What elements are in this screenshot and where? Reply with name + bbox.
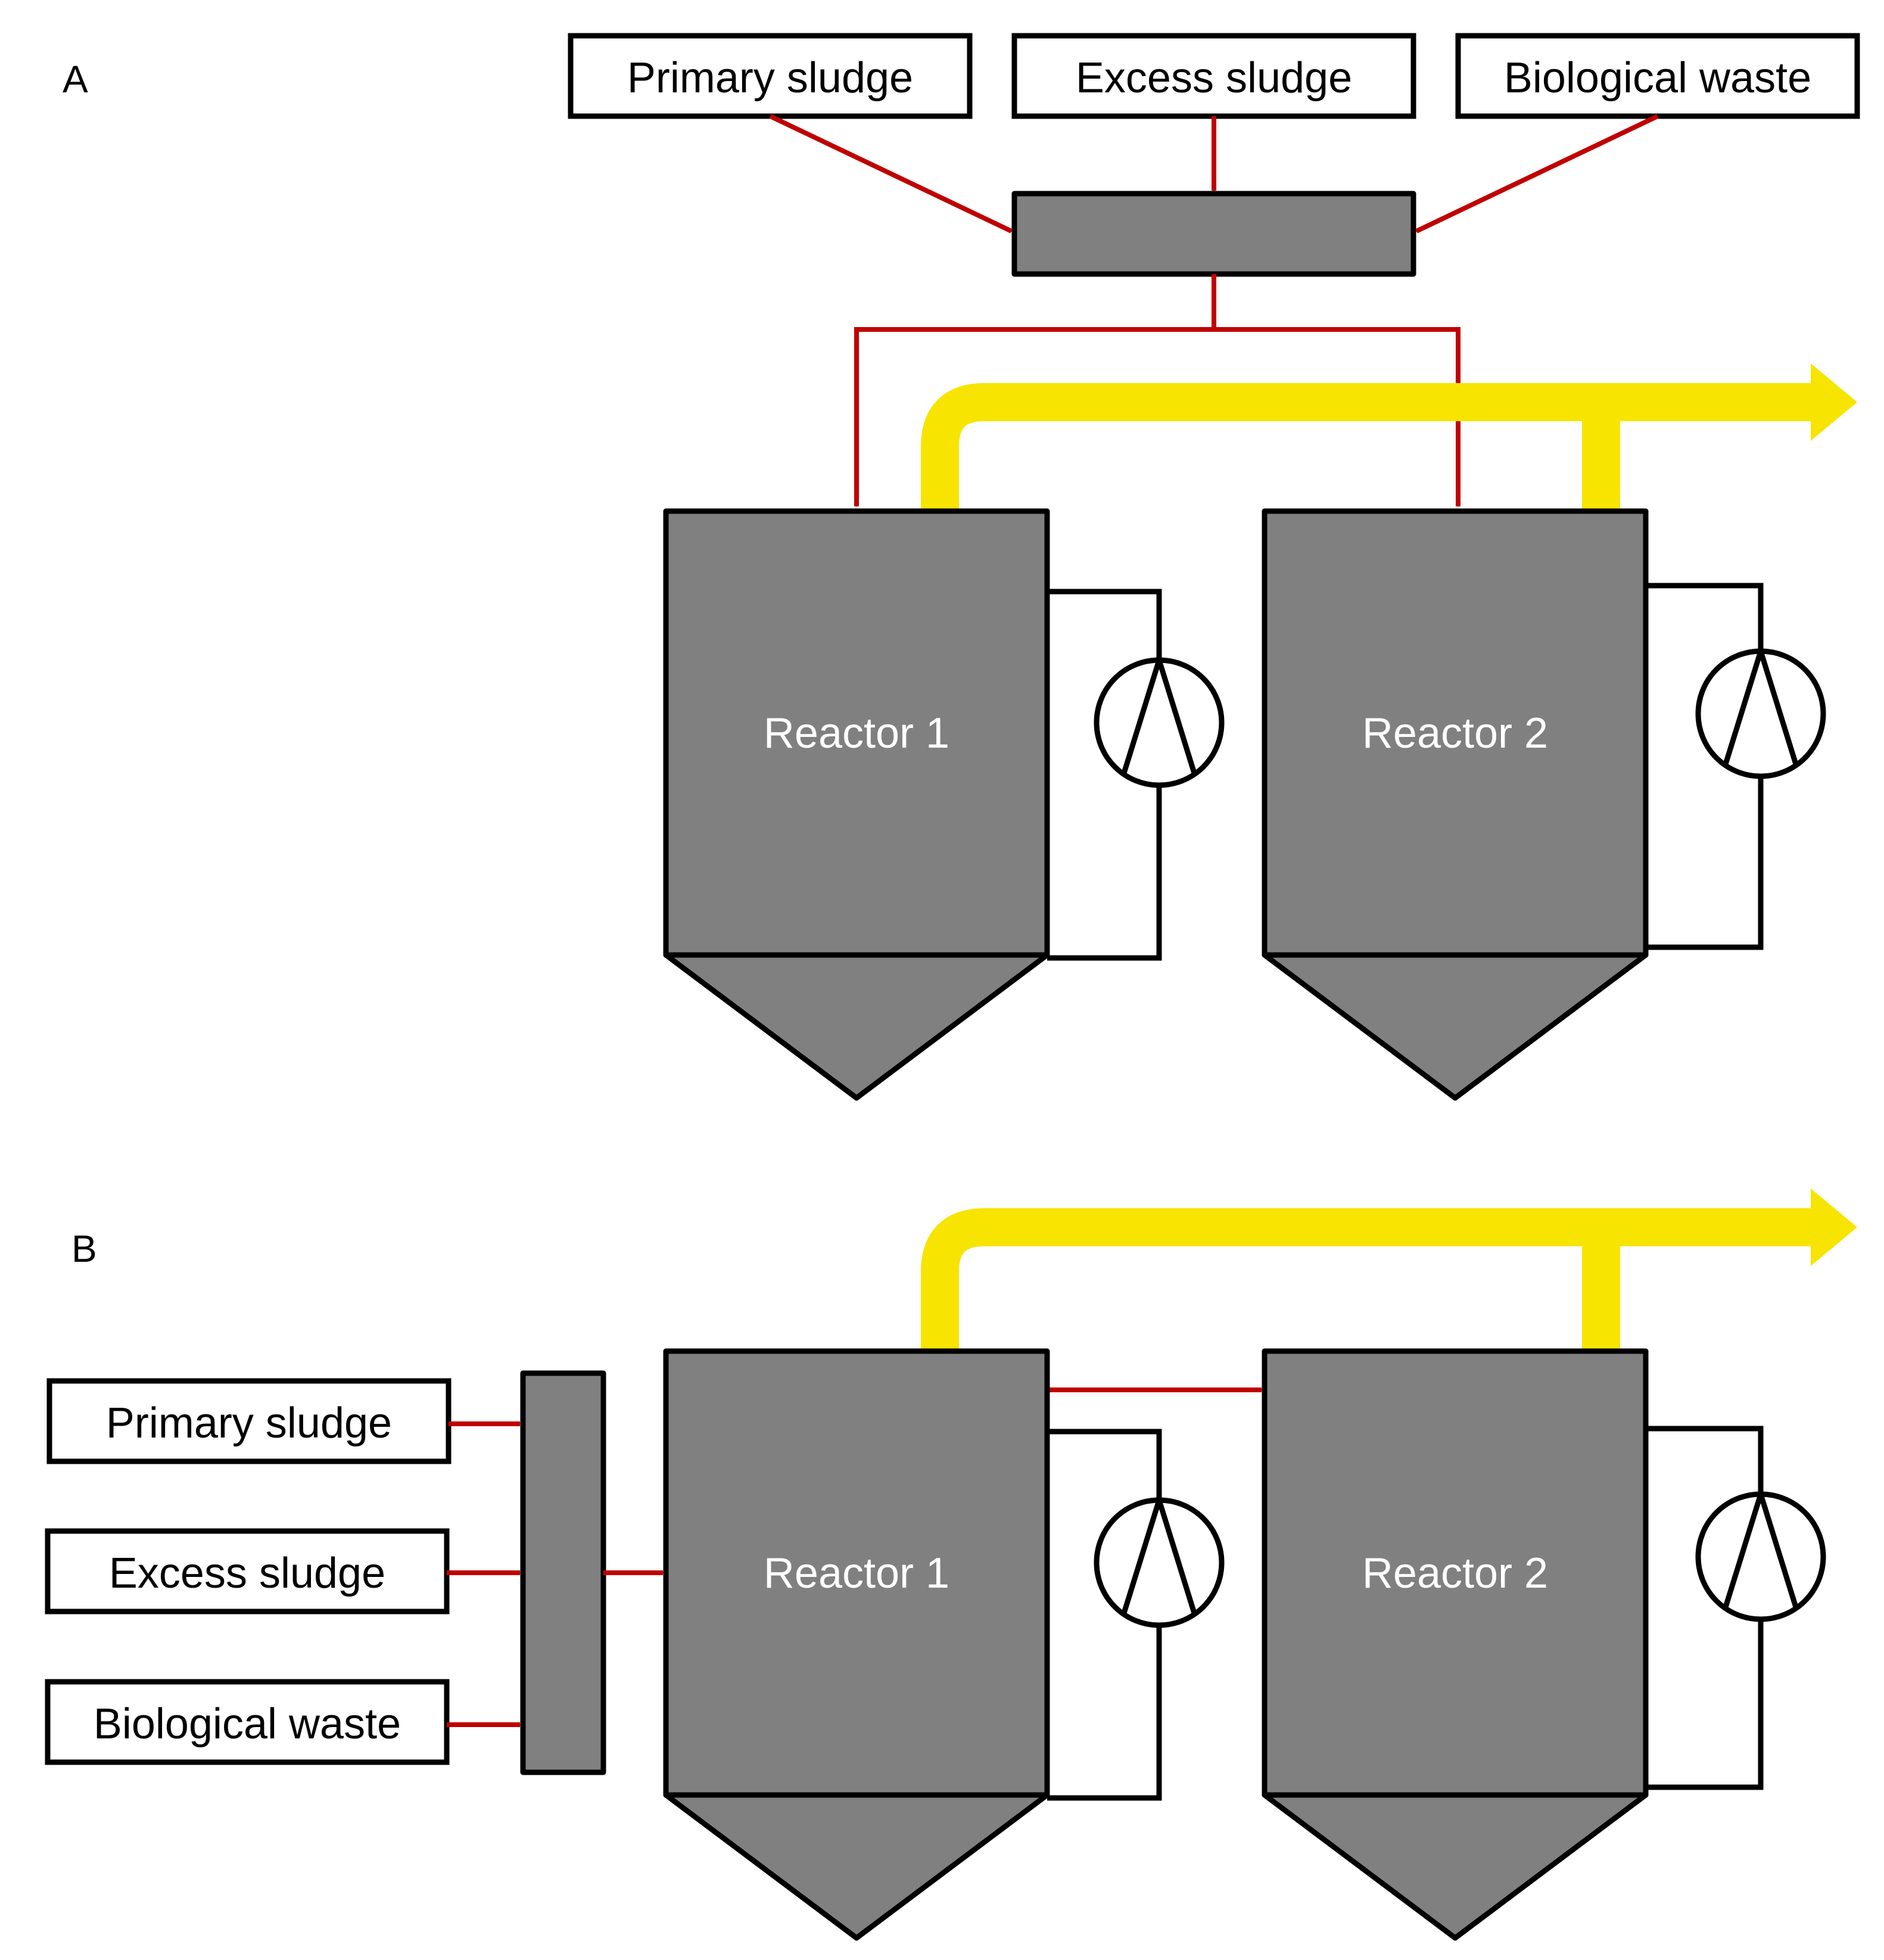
panel-a-label: A: [63, 58, 88, 101]
input-label: Primary sludge: [106, 1399, 392, 1447]
biogas-arrowhead: [1811, 1189, 1857, 1266]
input-label: Excess sludge: [109, 1550, 385, 1597]
input-box-primary-sludge: Primary sludge: [568, 33, 973, 119]
feed-line-reactor-2: [1214, 327, 1461, 506]
reactor-label: Reactor 1: [764, 710, 949, 757]
reactor-label: Reactor 1: [764, 1550, 949, 1597]
reactor-label: Reactor 2: [1362, 710, 1548, 757]
recirculation-line: [1047, 589, 1162, 660]
pump-icon: [1695, 642, 1826, 779]
panel-a: A Primary sludge Excess sludge Biologica…: [63, 33, 1860, 1101]
input-box-primary-sludge: Primary sludge: [46, 1378, 451, 1464]
feed-arrow: [1416, 114, 1659, 234]
recirculation-line: [1047, 785, 1162, 961]
biogas-line: [921, 1208, 1814, 1352]
recirculation-line: [1646, 583, 1764, 651]
reactor-1: Reactor 1: [663, 1348, 1050, 1941]
input-label: Biological waste: [94, 1700, 401, 1748]
reactor-2: Reactor 2: [1262, 508, 1649, 1101]
recirculation-line: [1646, 1426, 1764, 1494]
biogas-line: [921, 383, 1814, 511]
input-box-biological-waste: Biological waste: [1455, 33, 1860, 119]
recirculation-line: [1047, 1429, 1162, 1500]
input-box-excess-sludge: Excess sludge: [45, 1528, 450, 1614]
mixing-tank: [520, 1370, 606, 1775]
reactor-label: Reactor 2: [1362, 1550, 1548, 1597]
pump-icon: [1695, 1485, 1826, 1622]
biogas-arrowhead: [1811, 363, 1857, 441]
input-box-biological-waste: Biological waste: [45, 1679, 450, 1765]
recirculation-line: [1646, 776, 1764, 950]
input-label: Excess sludge: [1076, 54, 1352, 102]
feed-line-reactor-1: [854, 274, 1216, 506]
pump-icon: [1094, 651, 1225, 788]
reactor-2: Reactor 2: [1262, 1348, 1649, 1941]
input-label: Primary sludge: [627, 54, 913, 102]
mixing-tank: [1011, 191, 1416, 277]
input-label: Biological waste: [1504, 54, 1811, 102]
input-box-excess-sludge: Excess sludge: [1011, 33, 1416, 119]
pump-icon: [1094, 1491, 1225, 1628]
panel-b-label: B: [71, 1227, 97, 1270]
reactor-1: Reactor 1: [663, 508, 1050, 1101]
panel-b: B Primary sludge Excess sludge Biologica…: [45, 1189, 1857, 1941]
feed-arrow: [769, 114, 1011, 234]
recirculation-line: [1646, 1619, 1764, 1790]
recirculation-line: [1047, 1625, 1162, 1801]
